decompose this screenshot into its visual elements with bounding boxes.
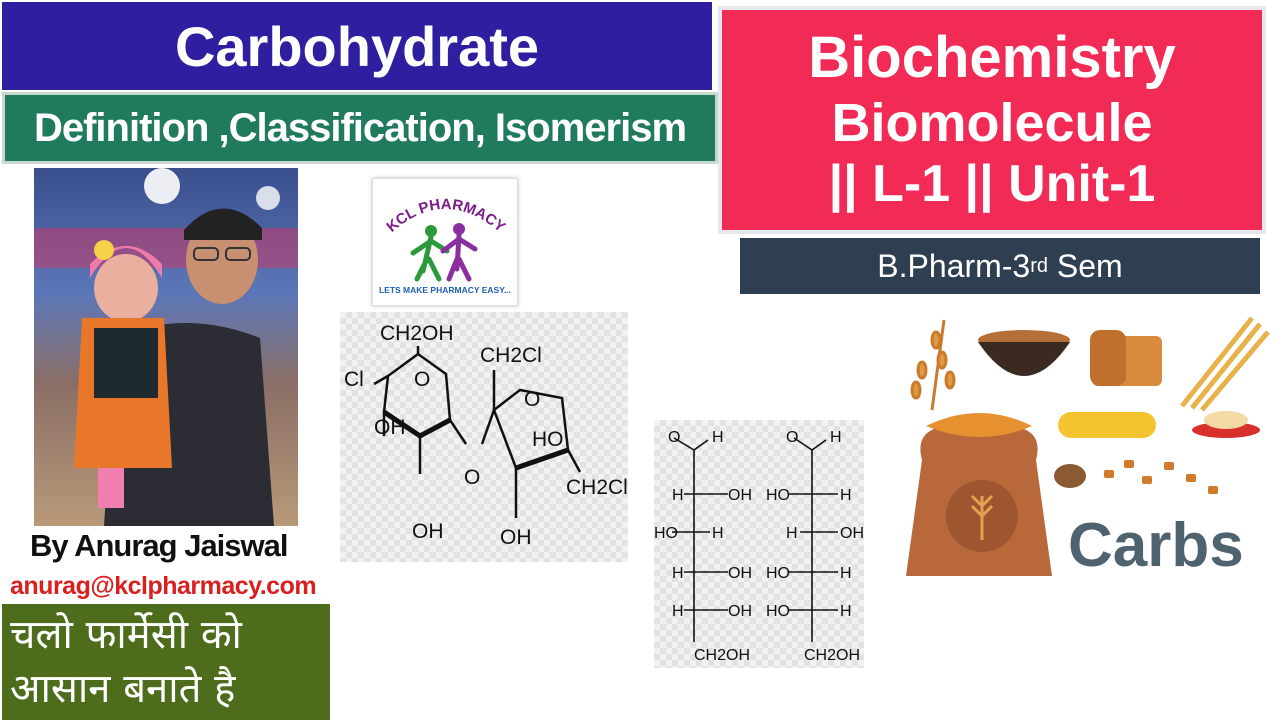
fischer-left-oh1: OH	[728, 487, 752, 504]
wheat-icon	[910, 319, 956, 411]
potato-icon	[1054, 464, 1086, 488]
corn-icon	[1058, 412, 1156, 438]
snack-pieces-icon	[1104, 460, 1218, 494]
carbs-label: Carbs	[1068, 511, 1244, 580]
fischer-left-h3: H	[672, 565, 684, 582]
fischer-right-ho4: HO	[766, 603, 790, 620]
author-email[interactable]: anurag@kclpharmacy.com	[10, 571, 317, 600]
author-photo	[34, 168, 298, 526]
fischer-left-ho2: HO	[654, 525, 678, 542]
page-subtitle: Definition ,Classification, Isomerism	[33, 105, 687, 150]
ring-oxygen-left: O	[414, 368, 430, 391]
ch2oh-label: CH2OH	[380, 322, 454, 345]
ho-label: HO	[532, 428, 564, 451]
logo-figure-icon	[425, 225, 437, 237]
fischer-right-oh2: OH	[840, 525, 864, 542]
fischer-left-ch2oh: CH2OH	[694, 647, 750, 664]
oh-label-left: OH	[374, 416, 406, 439]
fischer-right-o: O	[786, 429, 798, 446]
author-name: By Anurag Jaiswal	[30, 528, 289, 563]
fischer-left-oh4: OH	[728, 603, 752, 620]
glycosidic-oxygen: O	[464, 466, 480, 489]
oh-label-bottom-right: OH	[500, 526, 532, 549]
semester-suffix: Sem	[1048, 247, 1123, 284]
ring-oxygen-right: O	[524, 388, 540, 411]
fischer-projections: O H H OH HO H H OH H OH CH2OH O H HO H H…	[654, 420, 864, 668]
fischer-left-h1: H	[672, 487, 684, 504]
cl-label: Cl	[344, 368, 364, 391]
fischer-right-h1: H	[840, 487, 852, 504]
slogan-banner: चलो फार्मेसी को आसान बनाते है	[2, 604, 330, 720]
page-title: Carbohydrate	[174, 14, 540, 78]
ch2cl-right-label: CH2Cl	[566, 476, 628, 499]
semester-ordinal: rd	[1030, 254, 1049, 277]
ch2cl-top-label: CH2Cl	[480, 344, 542, 367]
subtitle-banner: Definition ,Classification, Isomerism	[2, 92, 718, 164]
slogan-line-1: चलो फार्मेसी को	[10, 612, 242, 658]
logo-tagline: LETS MAKE PHARMACY EASY...	[379, 285, 511, 295]
lecture-unit-label: || L-1 || Unit-1	[828, 155, 1156, 214]
grain-sack-icon	[906, 413, 1052, 576]
carbs-illustration: Carbs	[902, 310, 1276, 590]
oh-label-bottom-left: OH	[412, 520, 444, 543]
bread-icon	[1090, 330, 1162, 386]
fischer-left-h4: H	[672, 603, 684, 620]
slogan-line-2: आसान बनाते है	[10, 666, 236, 712]
svg-text:KCL PHARMACY: KCL PHARMACY	[383, 196, 508, 236]
sucralose-structure: CH2OH Cl O OH OH O CH2Cl O HO CH2Cl OH	[340, 312, 628, 562]
bowl-icon	[978, 330, 1070, 376]
title-banner: Carbohydrate	[2, 2, 712, 90]
fischer-right-h4: H	[840, 603, 852, 620]
fischer-left-oh3: OH	[728, 565, 752, 582]
subject-label: Biochemistry	[808, 24, 1176, 90]
flour-dish-icon	[1192, 411, 1260, 438]
topic-label: Biomolecule	[831, 92, 1153, 153]
fischer-left-h-top: H	[712, 429, 724, 446]
pasta-icon	[1180, 316, 1270, 412]
semester-prefix: B.Pharm-3	[877, 247, 1031, 284]
course-panel: Biochemistry Biomolecule || L-1 || Unit-…	[718, 6, 1266, 234]
fischer-right-h3: H	[840, 565, 852, 582]
kcl-pharmacy-logo: KCL PHARMACY LETS MAKE PHARMACY EASY...	[372, 178, 518, 306]
fischer-left-o: O	[668, 429, 680, 446]
fischer-left-h2: H	[712, 525, 724, 542]
fischer-right-h2: H	[786, 525, 798, 542]
fischer-right-ho3: HO	[766, 565, 790, 582]
logo-name: KCL PHARMACY	[383, 196, 508, 236]
fischer-right-h-top: H	[830, 429, 842, 446]
fischer-right-ch2oh: CH2OH	[804, 647, 860, 664]
fischer-right-ho1: HO	[766, 487, 790, 504]
